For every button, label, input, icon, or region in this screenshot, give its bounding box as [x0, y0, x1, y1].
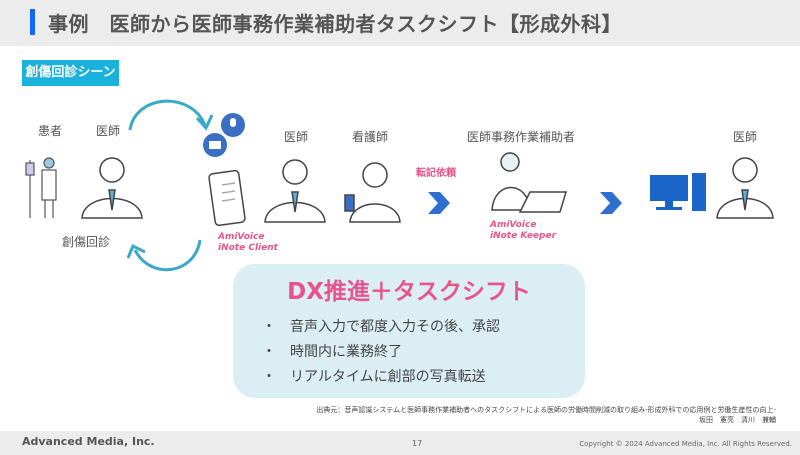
patient-icon: [25, 157, 57, 218]
computer-icon: [650, 173, 706, 211]
dx-bullet: ・ 音声入力で都度入力その後、承認: [262, 319, 500, 335]
label-nurse: 看護師: [352, 130, 389, 144]
doctor-2-icon: [264, 159, 326, 223]
assistant-with-laptop-icon: [491, 152, 568, 213]
illustration-layer: [25, 99, 774, 272]
doctor-icon: [81, 157, 143, 219]
arrow-right-icon: [428, 192, 450, 214]
product-keeper-line1: AmiVoice: [490, 220, 537, 230]
source-citation: 出典元：音声認識システムと医師事務作業補助者へのタスクシフトによる医師の労働時間…: [316, 406, 776, 414]
label-assistant: 医師事務作業補助者: [467, 130, 576, 144]
label-transcribe-request: 転記依頼: [416, 168, 456, 179]
company-brand: Advanced Media, Inc.: [22, 435, 155, 448]
footer-band: [0, 431, 800, 455]
product-keeper-line2: iNote Keeper: [490, 231, 557, 241]
product-client-line2: iNote Client: [218, 243, 278, 253]
page-title: 事例 医師から医師事務作業補助者タスクシフト【形成外科】: [48, 12, 622, 36]
dx-bullet-text: 音声入力で都度入力その後、承認: [290, 319, 500, 335]
camera-bubble-icon: [203, 133, 227, 157]
doctor-3-icon: [716, 157, 774, 219]
label-round: 創傷回診: [62, 235, 111, 249]
arrow-right-icon-2: [600, 192, 622, 214]
cycle-arrow-top-icon: [128, 99, 214, 131]
dx-bullet-text: 時間内に業務終了: [290, 344, 402, 360]
mic-bubble-icon: [221, 113, 245, 137]
label-doctor-2: 医師: [284, 130, 309, 144]
nurse-icon: [344, 162, 401, 223]
dx-bullet: ・ リアルタイムに創部の写真転送: [262, 369, 486, 385]
cycle-arrow-bottom-icon: [126, 239, 202, 272]
page-number: 17: [412, 439, 423, 448]
product-client-line1: AmiVoice: [218, 232, 265, 242]
source-authors: 坂田 憲亮 清川 兼輔: [699, 416, 776, 424]
scene-badge: 創傷回診シーン: [22, 60, 119, 86]
dx-bullet-text: リアルタイムに創部の写真転送: [290, 369, 486, 385]
label-doctor: 医師: [96, 124, 121, 138]
title-accent-bar: [30, 9, 35, 35]
dx-title: DX推進＋タスクシフト: [287, 279, 531, 305]
label-patient: 患者: [38, 124, 63, 138]
label-doctor-3: 医師: [733, 130, 758, 144]
dx-summary-box: [233, 264, 585, 398]
header-band: [0, 0, 800, 46]
smartphone-icon: [208, 169, 246, 227]
copyright: Copyright © 2024 Advanced Media, Inc. Al…: [579, 440, 792, 448]
dx-bullet: ・ 時間内に業務終了: [262, 344, 402, 360]
